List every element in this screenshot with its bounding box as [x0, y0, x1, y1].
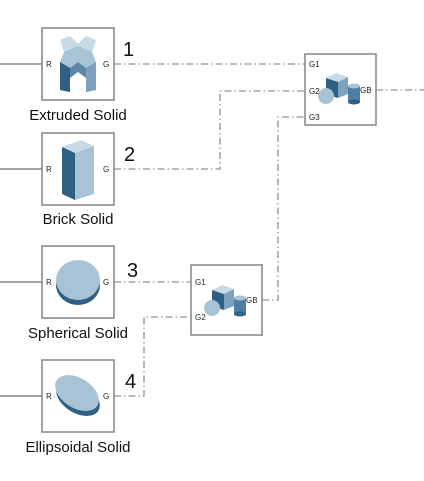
ellipsoidal-solid-block[interactable]: R G Ellipsoidal Solid — [25, 359, 131, 456]
spherical-solid-block[interactable]: R G Spherical Solid — [28, 245, 128, 342]
port-gb-bottom[interactable]: GB — [246, 296, 258, 305]
solid-group-block-top[interactable]: G1 G2 G3 GB — [304, 53, 377, 126]
solid-group-icon — [318, 73, 360, 105]
port-r-brick[interactable]: R — [46, 165, 52, 174]
port-g-spherical[interactable]: G — [103, 278, 109, 287]
ellipsoidal-solid-caption: Ellipsoidal Solid — [25, 439, 130, 456]
wires — [0, 63, 424, 397]
spherical-solid-caption: Spherical Solid — [28, 325, 128, 342]
brick-solid-icon — [62, 140, 94, 200]
port-g1-bottom[interactable]: G1 — [195, 278, 206, 287]
port-r-ellipsoidal[interactable]: R — [46, 392, 52, 401]
port-g2-top[interactable]: G2 — [309, 87, 320, 96]
port-g-brick[interactable]: G — [103, 165, 109, 174]
port-g3-top[interactable]: G3 — [309, 113, 320, 122]
connection-number-1: 1 — [123, 39, 134, 61]
port-g1-top[interactable]: G1 — [309, 60, 320, 69]
brick-solid-block[interactable]: R G Brick Solid — [41, 132, 115, 228]
solid-group-icon — [204, 285, 246, 317]
port-r-spherical[interactable]: R — [46, 278, 52, 287]
port-r-extruded[interactable]: R — [46, 60, 52, 69]
extruded-solid-icon — [60, 36, 96, 92]
port-gb-top[interactable]: GB — [360, 86, 372, 95]
connection-number-2: 2 — [124, 144, 135, 166]
brick-solid-caption: Brick Solid — [43, 211, 114, 228]
connection-number-3: 3 — [127, 260, 138, 282]
connection-bottom-to-top[interactable] — [262, 116, 305, 301]
extruded-solid-block[interactable]: R G Extruded Solid — [29, 27, 127, 124]
spherical-solid-icon — [56, 260, 100, 305]
connection-number-4: 4 — [125, 371, 136, 393]
solid-group-block-bottom[interactable]: G1 G2 GB — [190, 264, 263, 336]
port-g2-bottom[interactable]: G2 — [195, 313, 206, 322]
block-frame — [41, 359, 115, 433]
connection-4[interactable] — [114, 316, 191, 397]
port-g-ellipsoidal[interactable]: G — [103, 392, 109, 401]
port-g-extruded[interactable]: G — [103, 60, 109, 69]
ellipsoidal-solid-icon — [55, 375, 100, 416]
connection-2[interactable] — [114, 90, 305, 170]
extruded-solid-caption: Extruded Solid — [29, 107, 127, 124]
